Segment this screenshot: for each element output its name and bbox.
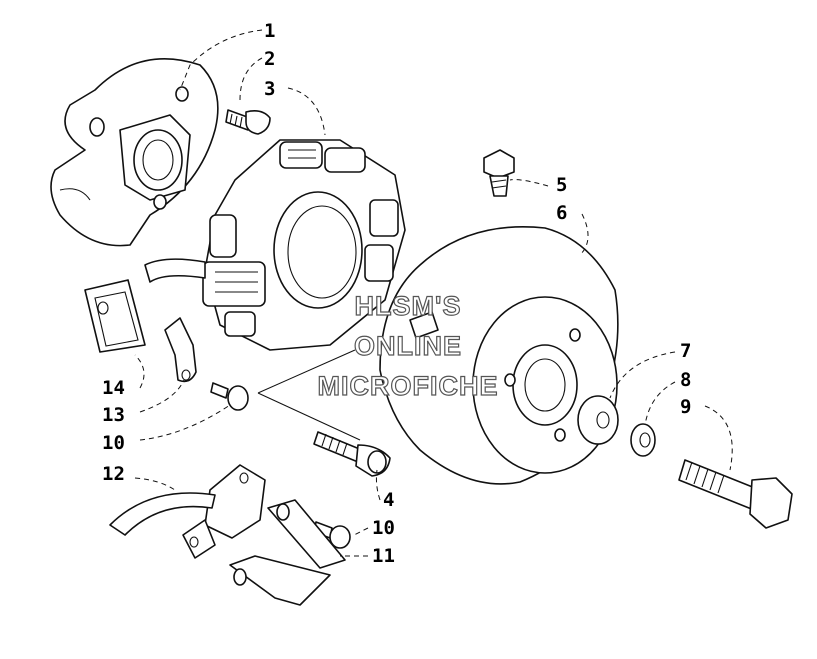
- trigger-screw-part: [313, 521, 351, 549]
- flange-bolt-part: [483, 149, 515, 197]
- watermark-line-3: MICROFICHE: [318, 371, 499, 401]
- callout-3: 3: [264, 78, 275, 100]
- callout-4: 4: [383, 489, 394, 511]
- callout-2: 2: [264, 48, 275, 70]
- callout-8: 8: [680, 369, 691, 391]
- lock-washer-part: [630, 423, 656, 457]
- callout-10-lower: 10: [372, 517, 395, 539]
- trigger-bracket-part: [229, 499, 346, 606]
- callout-7: 7: [680, 340, 691, 362]
- washer-part: [577, 395, 619, 445]
- callout-14: 14: [102, 377, 125, 399]
- flywheel-bolt-part: [678, 459, 793, 529]
- callout-6: 6: [556, 202, 567, 224]
- callout-13: 13: [102, 404, 125, 426]
- callout-labels: 1 2 3 4 5 6 7 8 9 10 10 11 12 13 14: [102, 20, 691, 567]
- leader-lines: [134, 29, 733, 557]
- watermark-line-2: ONLINE: [354, 331, 462, 361]
- stator-screw-part: [225, 109, 271, 135]
- watermark-line-1: HLSM'S: [355, 291, 462, 321]
- trigger-coil-part: [109, 464, 266, 559]
- allen-bolt-part: [313, 431, 391, 477]
- clip-screw-upper-part: [210, 382, 249, 411]
- wire-clamp-part: [164, 317, 197, 383]
- callout-10-upper: 10: [102, 432, 125, 454]
- stator-coil-part: [144, 139, 406, 351]
- callout-11: 11: [372, 545, 395, 567]
- callout-5: 5: [556, 174, 567, 196]
- stator-plate-part: [50, 58, 219, 247]
- watermark: HLSM'S ONLINE MICROFICHE: [317, 290, 499, 401]
- callout-1: 1: [264, 20, 275, 42]
- insulator-pad-part: [84, 279, 146, 353]
- callout-9: 9: [680, 396, 691, 418]
- callout-12: 12: [102, 463, 125, 485]
